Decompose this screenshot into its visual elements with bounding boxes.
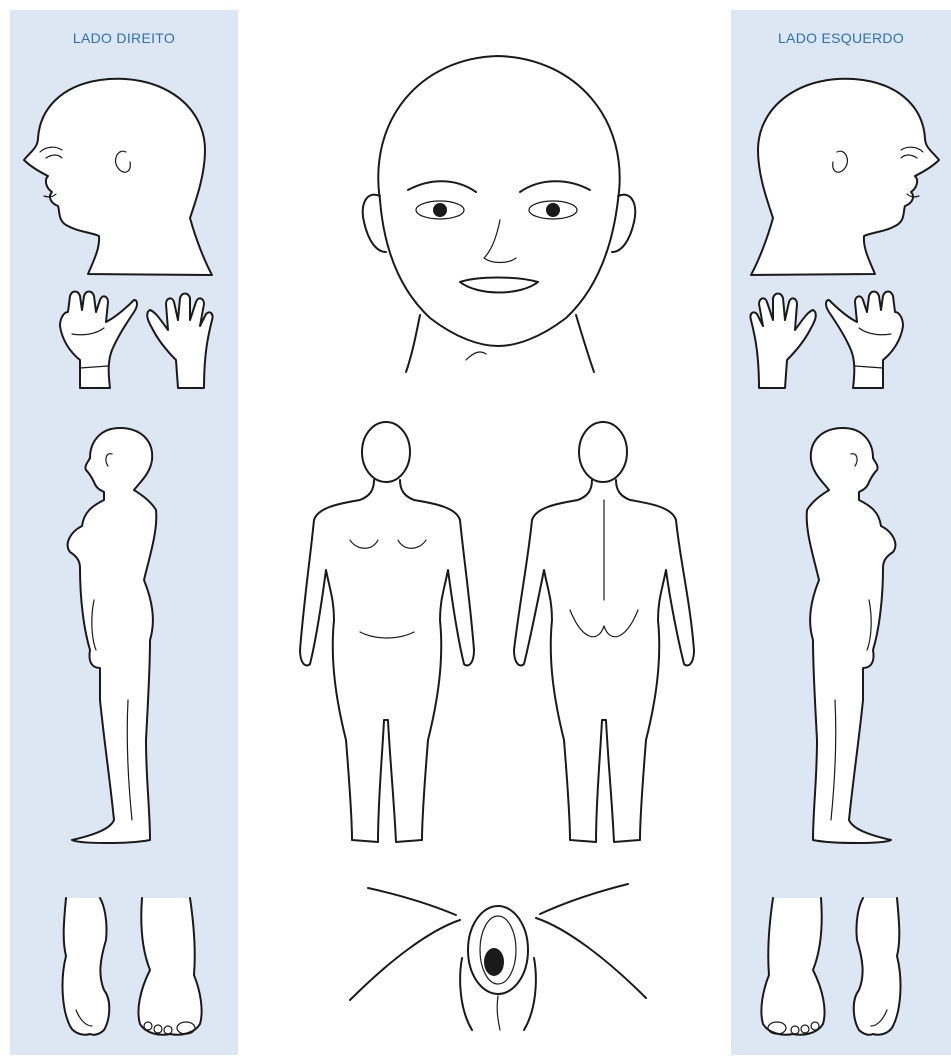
body-front-illustration (300, 422, 474, 842)
body-profile-right-illustration (68, 428, 157, 843)
body-back-illustration (514, 422, 694, 842)
hands-left-illustration (750, 292, 903, 389)
head-profile-left-illustration (751, 79, 939, 275)
feet-right-illustration (63, 898, 202, 1035)
head-front-illustration (363, 56, 635, 372)
feet-left-illustration (761, 898, 900, 1035)
body-profile-left-illustration (807, 428, 896, 843)
hands-right-illustration (60, 292, 213, 389)
perineal-region-illustration (350, 884, 646, 1030)
head-profile-right-illustration (24, 79, 212, 275)
